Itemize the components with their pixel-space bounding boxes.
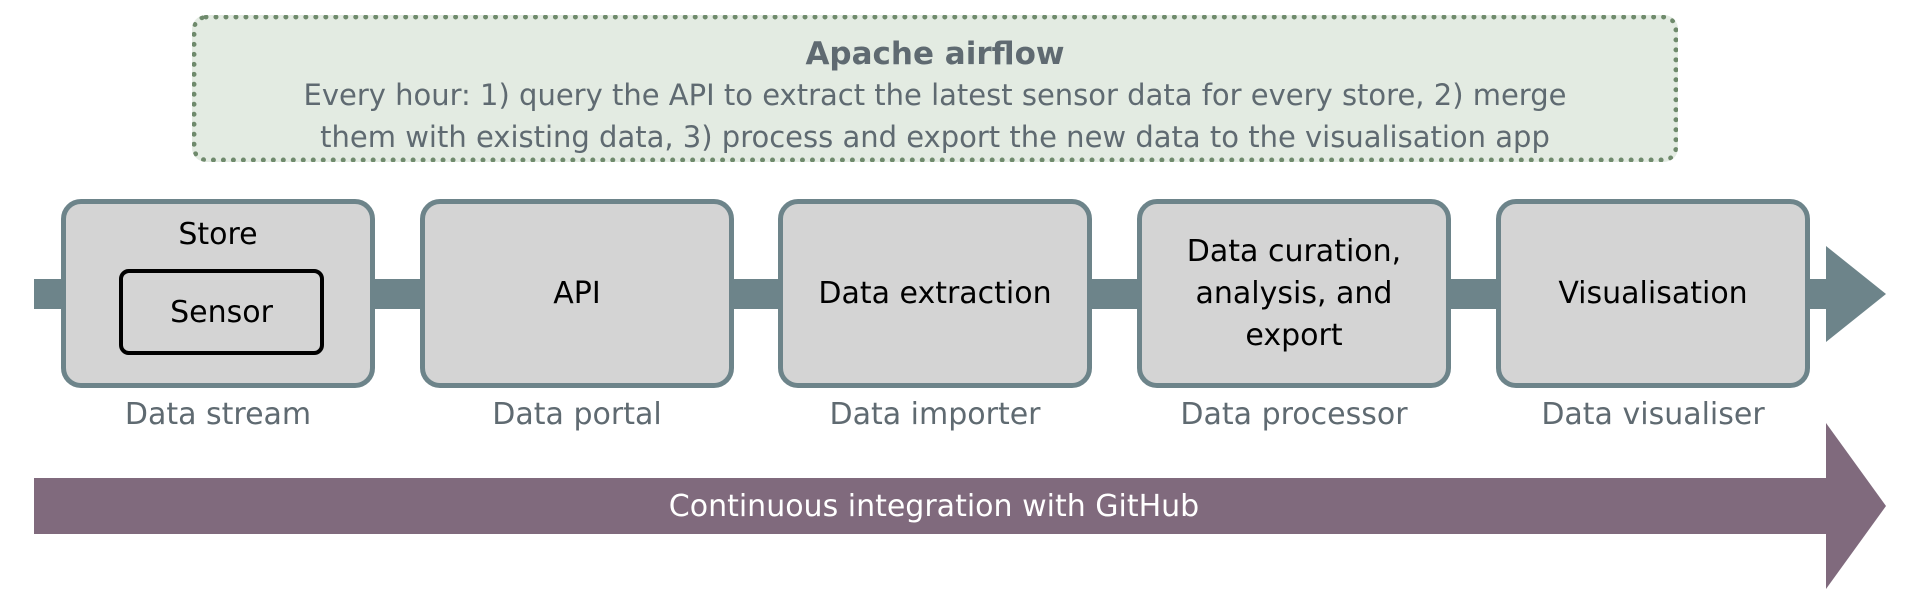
airflow-description-line-2: them with existing data, 3) process and … [320,120,1550,154]
airflow-description-line-1: Every hour: 1) query the API to extract … [303,78,1567,112]
stage-visualisation: Visualisation [1496,199,1810,388]
stage-data-curation-label: Data curation, analysis, and export [1186,233,1402,353]
airflow-title: Apache airflow [805,36,1065,72]
caption-data-stream: Data stream [124,397,312,432]
caption-data-portal: Data portal [492,397,662,432]
airflow-description: Every hour: 1) query the API to extract … [197,74,1673,158]
caption-data-importer: Data importer [829,397,1041,432]
stage-store: Store Sensor [61,199,375,388]
airflow-box: Apache airflow Every hour: 1) query the … [192,15,1678,162]
sensor-box: Sensor [119,269,324,355]
stage-data-extraction-label: Data extraction [818,275,1052,311]
ci-arrow [34,423,1886,589]
ci-label: Continuous integration with GitHub [668,488,1200,524]
caption-data-visualiser: Data visualiser [1541,397,1765,432]
pipeline-arrow-head [1826,246,1886,342]
stage-visualisation-label: Visualisation [1558,275,1748,311]
stage-store-label: Store [178,217,258,252]
ci-arrow-shaft [34,478,1834,534]
ci-arrow-head [1826,423,1886,589]
stage-api: API [420,199,734,388]
caption-data-processor: Data processor [1180,397,1408,432]
stage-data-extraction: Data extraction [778,199,1092,388]
stage-data-curation: Data curation, analysis, and export [1137,199,1451,388]
stage-api-label: API [553,275,601,311]
